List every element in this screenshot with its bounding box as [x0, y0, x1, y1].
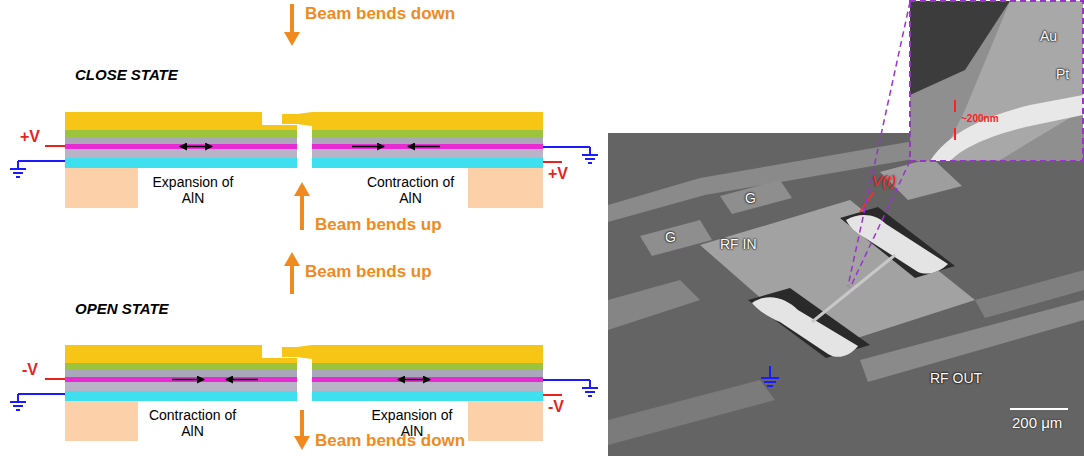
terminal-label: RF OUT — [930, 370, 982, 386]
drawn-rect — [290, 4, 294, 34]
drawn-line — [848, 2, 910, 286]
material-label: Pt — [1056, 66, 1069, 82]
drawn-line — [769, 366, 771, 378]
drawn-polygon — [294, 182, 310, 196]
drawn-line — [180, 146, 212, 148]
motion-label: Beam bends down — [305, 4, 455, 24]
drawn-polygon — [608, 380, 775, 445]
drawn-path — [930, 95, 1083, 161]
drawn-polygon — [860, 300, 1084, 382]
drawn-rect — [910, 1, 1083, 161]
drawn-polygon — [640, 220, 712, 256]
drawn-line — [172, 379, 204, 381]
motion-label: Beam bends up — [305, 262, 432, 282]
signal-label: V(t) — [872, 172, 896, 189]
voltage-label: +V — [548, 165, 568, 183]
state-title: OPEN STATE — [75, 300, 169, 317]
voltage-label: +V — [20, 128, 40, 146]
drawn-line — [812, 255, 895, 322]
terminal-label: RF IN — [720, 236, 757, 252]
sem-inset — [848, 1, 1083, 288]
drawn-line — [761, 377, 779, 379]
drawn-polygon — [294, 436, 310, 450]
strain-label: Expansion of AlN — [143, 174, 243, 206]
state-title: CLOSE STATE — [75, 66, 178, 83]
drawn-polygon — [608, 280, 700, 330]
drawn-polygon — [720, 180, 792, 214]
drawn-line — [954, 128, 956, 140]
drawn-polygon — [284, 252, 300, 266]
drawn-line — [398, 379, 430, 381]
voltage-label: -V — [22, 361, 38, 379]
sem-micrograph — [608, 133, 1084, 456]
terminal-label: G — [745, 190, 756, 206]
material-label: Au — [1040, 28, 1057, 44]
drawn-line — [408, 146, 440, 148]
drawn-line — [226, 379, 258, 381]
scale-label: 200 μm — [1012, 414, 1062, 431]
motion-label: Beam bends down — [315, 431, 465, 451]
drawn-rect — [290, 264, 294, 294]
drawn-path — [752, 297, 858, 357]
drawn-polygon — [284, 32, 300, 46]
drawn-line — [954, 100, 956, 112]
drawn-rect — [300, 410, 304, 438]
voltage-label: -V — [548, 398, 564, 416]
drawn-rect — [300, 194, 304, 230]
drawn-rect — [608, 133, 1084, 456]
drawn-rect — [910, 1, 1083, 161]
drawn-line — [352, 146, 384, 148]
drawn-polygon — [840, 207, 955, 278]
drawn-polygon — [975, 270, 1084, 318]
strain-label: Contraction of AlN — [358, 174, 463, 206]
motion-label: Beam bends up — [315, 215, 442, 235]
open-state-beams — [10, 345, 598, 441]
bend-arrows — [284, 4, 310, 450]
drawn-line — [764, 381, 776, 383]
strain-label: Contraction of AlN — [140, 407, 245, 439]
dimension-label: ~200nm — [961, 113, 999, 125]
drawn-line — [1010, 408, 1068, 410]
drawn-line — [767, 385, 773, 387]
drawn-polygon — [748, 288, 870, 358]
close-state-beams — [10, 112, 598, 208]
terminal-label: G — [665, 229, 676, 245]
drawn-line — [850, 161, 910, 288]
